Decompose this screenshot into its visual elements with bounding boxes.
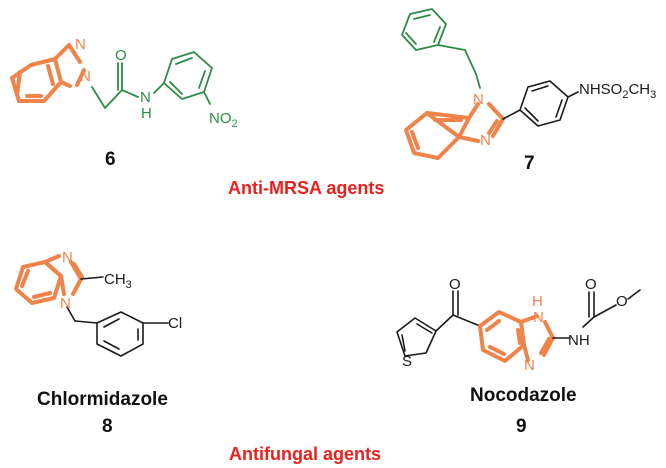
compound-7-structure: N N NHSO2CH3 — [401, 8, 656, 160]
compound-9-structure: S O H N N NH O O — [396, 276, 641, 374]
compound-6-linker — [91, 86, 123, 109]
compound-6-atom-n1: N — [80, 68, 91, 85]
compound-6-atom-n-amide: N — [140, 89, 151, 106]
compound-6-atom-o: O — [115, 47, 127, 64]
compound-9-atom-s: S — [402, 353, 412, 370]
compound-6-atom-h-amide: H — [141, 105, 152, 122]
compound-8-methyl-group: CH3 — [104, 271, 132, 291]
compound-6-structure: N N O N H NHSONO2 — [10, 36, 238, 130]
compound-8-atom-n1: N — [60, 295, 71, 312]
compound-9-thiophene-ring — [396, 317, 437, 357]
compound-7-atom-n1: N — [473, 91, 484, 108]
compound-9-atom-o-carbonyl: O — [585, 276, 597, 293]
compound-9-atom-nh: NH — [568, 332, 590, 349]
compound-9-number: 9 — [516, 416, 527, 437]
compound-7-number: 7 — [524, 153, 535, 174]
compound-9-atom-h: H — [532, 293, 543, 310]
category-antifungal: Antifungal agents — [229, 444, 381, 464]
compound-9-atom-o-ketone: O — [449, 276, 461, 293]
category-anti-mrsa: Anti-MRSA agents — [228, 178, 384, 198]
compound-7-atom-n3: N — [480, 132, 491, 149]
compound-6-number: 6 — [105, 149, 116, 170]
compound-8-chlorophenyl-ring — [96, 311, 144, 357]
compound-6-nitrophenyl-ring — [163, 51, 213, 100]
compound-8-name: Chlormidazole — [37, 389, 168, 410]
compound-9-atom-n1: N — [533, 309, 544, 326]
compound-6-atom-n3: N — [75, 36, 86, 53]
compound-8-atom-cl: Cl — [168, 315, 182, 332]
compound-9-atom-o-ester: O — [616, 293, 628, 310]
compound-9-atom-n3: N — [524, 357, 535, 374]
compound-8-structure: N N CH3 Cl — [14, 249, 182, 357]
compound-8-atom-n3: N — [62, 249, 73, 266]
compound-6-nitro-group: NHSONO2 — [209, 110, 238, 130]
compound-9-name: Nocodazole — [470, 385, 577, 406]
compound-7-sulfonamide-group: NHSO2CH3 — [579, 81, 656, 101]
compound-8-number: 8 — [102, 416, 113, 437]
compound-7-ethyl-linker — [437, 44, 477, 75]
